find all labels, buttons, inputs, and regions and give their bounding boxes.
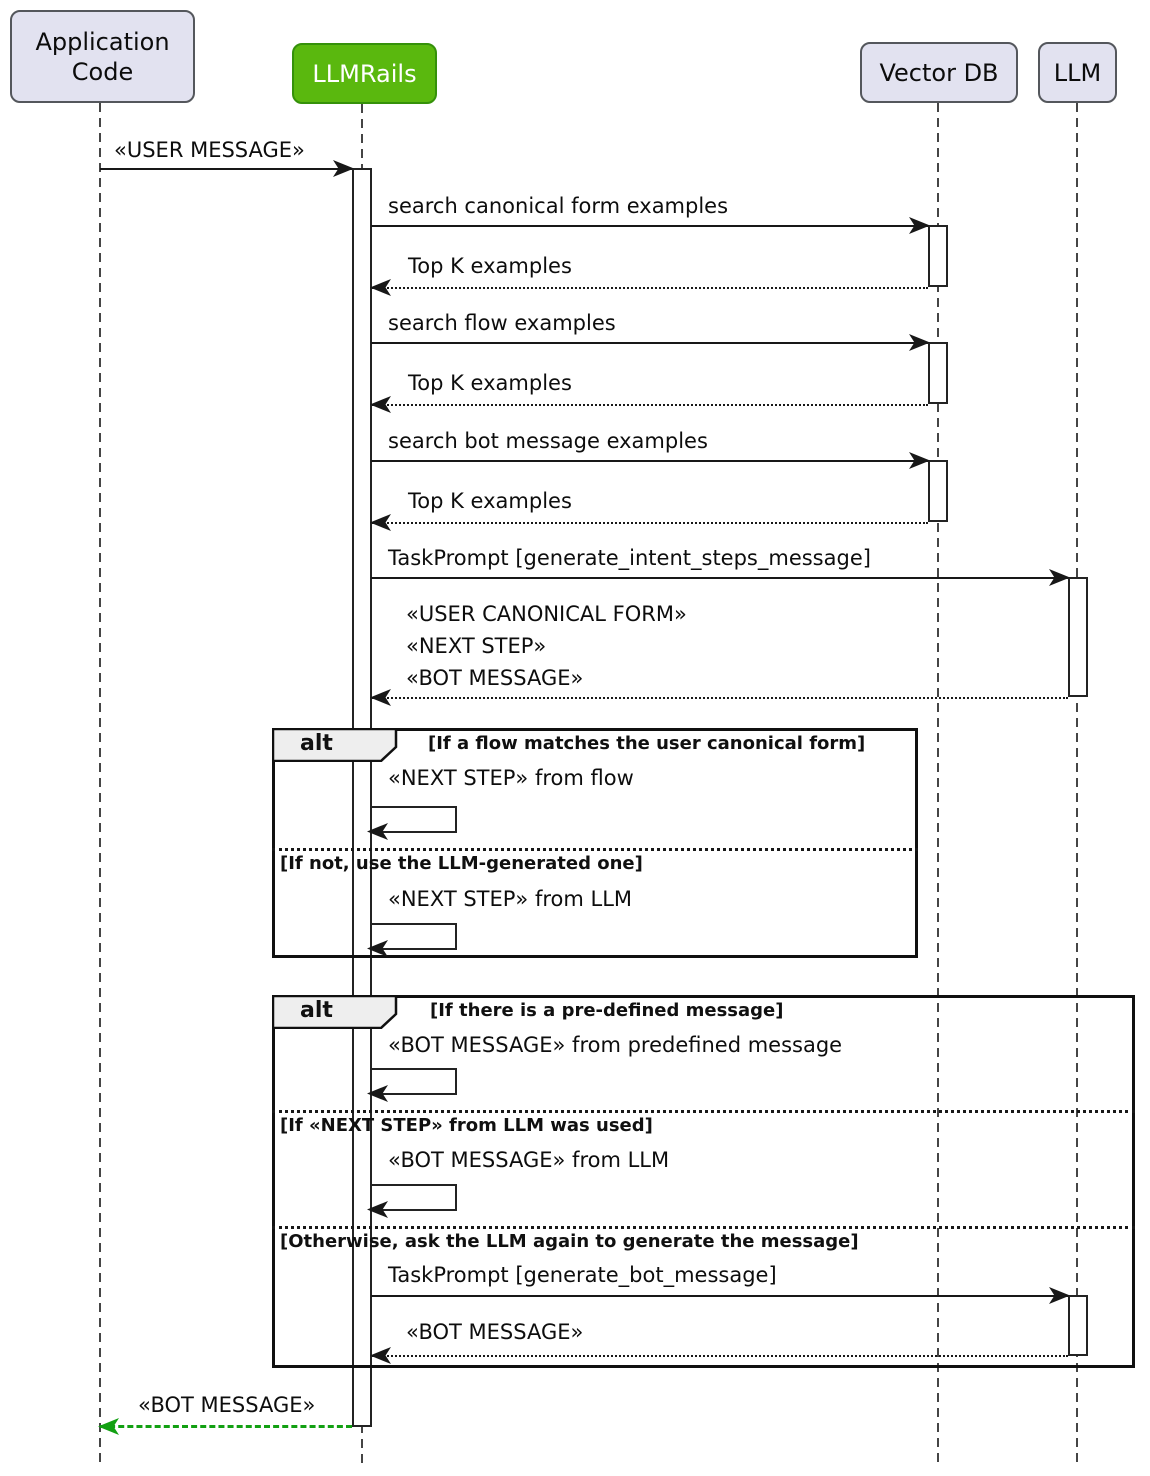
participant-label: LLMRails [312,59,417,88]
self-arrow-botmsg-llm [367,1184,457,1218]
alt-frame-2 [272,995,1135,1368]
message-label-botmsg-predefined: «BOT MESSAGE» from predefined message [388,1033,843,1057]
activation-bar-vectordb-1 [928,225,948,287]
message-label-search-bot: search bot message examples [388,429,708,453]
arrow-search-canonical [371,217,930,234]
alt-frame-2-divider-1 [272,1110,1135,1113]
alt-frame-1 [272,728,918,958]
arrow-head [909,452,930,469]
participant-label: LLM [1053,58,1102,87]
lifeline-llm [1076,103,1078,1465]
activation-bar-llm-2 [1068,1295,1088,1356]
alt-frame-1-condition-1: [If a flow matches the user canonical fo… [428,733,866,754]
intent-return-line-1: «USER CANONICAL FORM» [406,602,687,626]
arrow-head [370,396,391,413]
lifeline-application-code [99,103,101,1465]
participant-llm: LLM [1038,42,1117,103]
message-label-botmsg-return: «BOT MESSAGE» [406,1320,584,1344]
participant-application-code: Application Code [10,10,195,103]
message-label-nextstep-flow: «NEXT STEP» from flow [388,766,634,790]
arrow-final-botmsg [98,1418,352,1435]
message-label-botmsg-llm: «BOT MESSAGE» from LLM [388,1148,670,1172]
message-label-intent-return: «USER CANONICAL FORM» «NEXT STEP» «BOT M… [406,598,687,694]
alt-frame-2-condition-3: [Otherwise, ask the LLM again to generat… [280,1231,859,1252]
arrow-head [1049,569,1070,586]
message-label-topk-3: Top K examples [408,489,572,513]
arrow-return-intent [370,689,1068,706]
message-label-topk-1: Top K examples [408,254,572,278]
arrow-search-bot [371,452,930,469]
alt-frame-2-divider-2 [272,1226,1135,1229]
message-label-search-flow: search flow examples [388,311,616,335]
self-arrow-nextstep-llm [367,923,457,957]
arrow-head [909,217,930,234]
alt-frame-1-keyword: alt [300,731,333,756]
message-label-taskprompt-intent: TaskPrompt [generate_intent_steps_messag… [388,546,871,570]
message-label-nextstep-llm: «NEXT STEP» from LLM [388,887,633,911]
activation-bar-vectordb-2 [928,342,948,404]
arrow-head [370,689,391,706]
arrow-return-topk-2 [370,396,928,413]
message-label-final-botmsg: «BOT MESSAGE» [138,1393,316,1417]
message-label-topk-2: Top K examples [408,371,572,395]
activation-bar-vectordb-3 [928,460,948,522]
lifeline-vector-db [937,103,939,1465]
activation-bar-llm-1 [1068,577,1088,697]
arrow-head [370,279,391,296]
message-label-search-canonical: search canonical form examples [388,194,729,218]
arrow-head [909,334,930,351]
arrow-user-message [100,160,354,177]
self-arrow-botmsg-predefined [367,1068,457,1102]
alt-frame-2-condition-2: [If «NEXT STEP» from LLM was used] [280,1115,653,1136]
arrow-taskprompt-intent [371,569,1070,586]
alt-frame-1-label-pentagon [272,728,398,762]
message-label-taskprompt-botmsg: TaskPrompt [generate_bot_message] [388,1263,777,1287]
self-arrow-nextstep-flow [367,806,457,840]
intent-return-line-3: «BOT MESSAGE» [406,666,584,690]
arrow-return-topk-3 [370,514,928,531]
participant-vector-db: Vector DB [860,42,1018,103]
arrow-head [98,1418,119,1435]
alt-frame-1-divider [272,848,918,851]
arrow-head [370,514,391,531]
alt-frame-1-condition-2: [If not, use the LLM-generated one] [280,853,643,874]
arrow-head [333,160,354,177]
participant-label: Application Code [35,27,170,86]
message-label-user-message: «USER MESSAGE» [114,138,305,162]
arrow-return-topk-1 [370,279,928,296]
participant-label: Vector DB [879,58,999,87]
arrow-taskprompt-botmsg [371,1287,1070,1304]
alt-frame-2-label-pentagon [272,995,398,1029]
participant-llmrails: LLMRails [292,43,437,104]
intent-return-line-2: «NEXT STEP» [406,634,547,658]
alt-frame-2-condition-1: [If there is a pre-defined message] [430,1000,784,1021]
arrow-return-botmsg [370,1347,1068,1364]
alt-frame-2-keyword: alt [300,998,333,1023]
arrow-search-flow [371,334,930,351]
